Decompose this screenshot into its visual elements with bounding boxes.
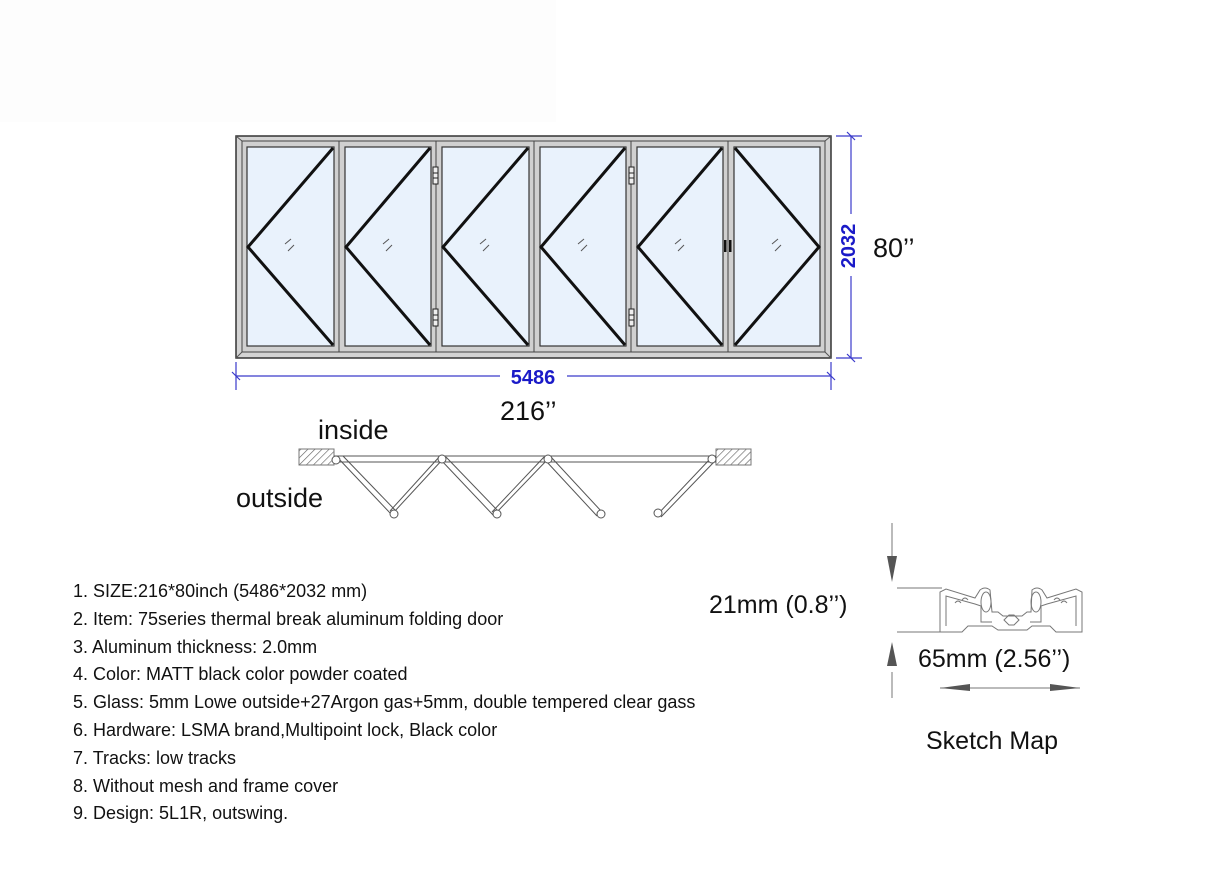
width-mm-label: 5486 bbox=[511, 367, 556, 389]
spec-item: 7. Tracks: low tracks bbox=[73, 747, 237, 768]
panel-2 bbox=[338, 140, 437, 353]
panel-3 bbox=[435, 140, 535, 353]
panel-1 bbox=[241, 140, 340, 353]
inside-label: inside bbox=[318, 415, 389, 445]
hinge-icons bbox=[432, 166, 635, 327]
handle-icon bbox=[724, 240, 732, 252]
panel-5 bbox=[630, 140, 729, 353]
spec-item: 6. Hardware: LSMA brand,Multipoint lock,… bbox=[73, 719, 498, 740]
width-inch-label: 216’’ bbox=[500, 396, 557, 426]
profile-section bbox=[887, 523, 1083, 698]
background-shade bbox=[0, 0, 556, 122]
spec-item: 9. Design: 5L1R, outswing. bbox=[73, 803, 289, 824]
outside-label: outside bbox=[236, 483, 324, 513]
spec-item: 5. Glass: 5mm Lowe outside+27Argon gas+5… bbox=[73, 692, 696, 713]
height-mm-label: 2032 bbox=[838, 224, 860, 269]
panel-4 bbox=[533, 140, 632, 353]
spec-item: 4. Color: MATT black color powder coated bbox=[73, 664, 408, 685]
spec-item: 8. Without mesh and frame cover bbox=[73, 775, 339, 796]
spec-list: 1. SIZE:216*80inch (5486*2032 mm) 2. Ite… bbox=[73, 578, 695, 828]
spec-item: 3. Aluminum thickness: 2.0mm bbox=[73, 636, 318, 657]
height-inch-label: 80’’ bbox=[873, 233, 915, 263]
spec-item: 1. SIZE:216*80inch (5486*2032 mm) bbox=[73, 581, 368, 601]
width-dimension bbox=[231, 362, 836, 390]
profile-height-label: 21mm (0.8’’) bbox=[709, 591, 848, 619]
door-panels bbox=[241, 140, 826, 353]
height-dimension bbox=[836, 131, 862, 363]
sketch-map-caption: Sketch Map bbox=[926, 727, 1059, 755]
panel-6 bbox=[727, 140, 826, 353]
plan-view bbox=[298, 448, 752, 519]
profile-width-label: 65mm (2.56’’) bbox=[918, 645, 1071, 673]
spec-item: 2. Item: 75series thermal break aluminum… bbox=[73, 608, 504, 629]
